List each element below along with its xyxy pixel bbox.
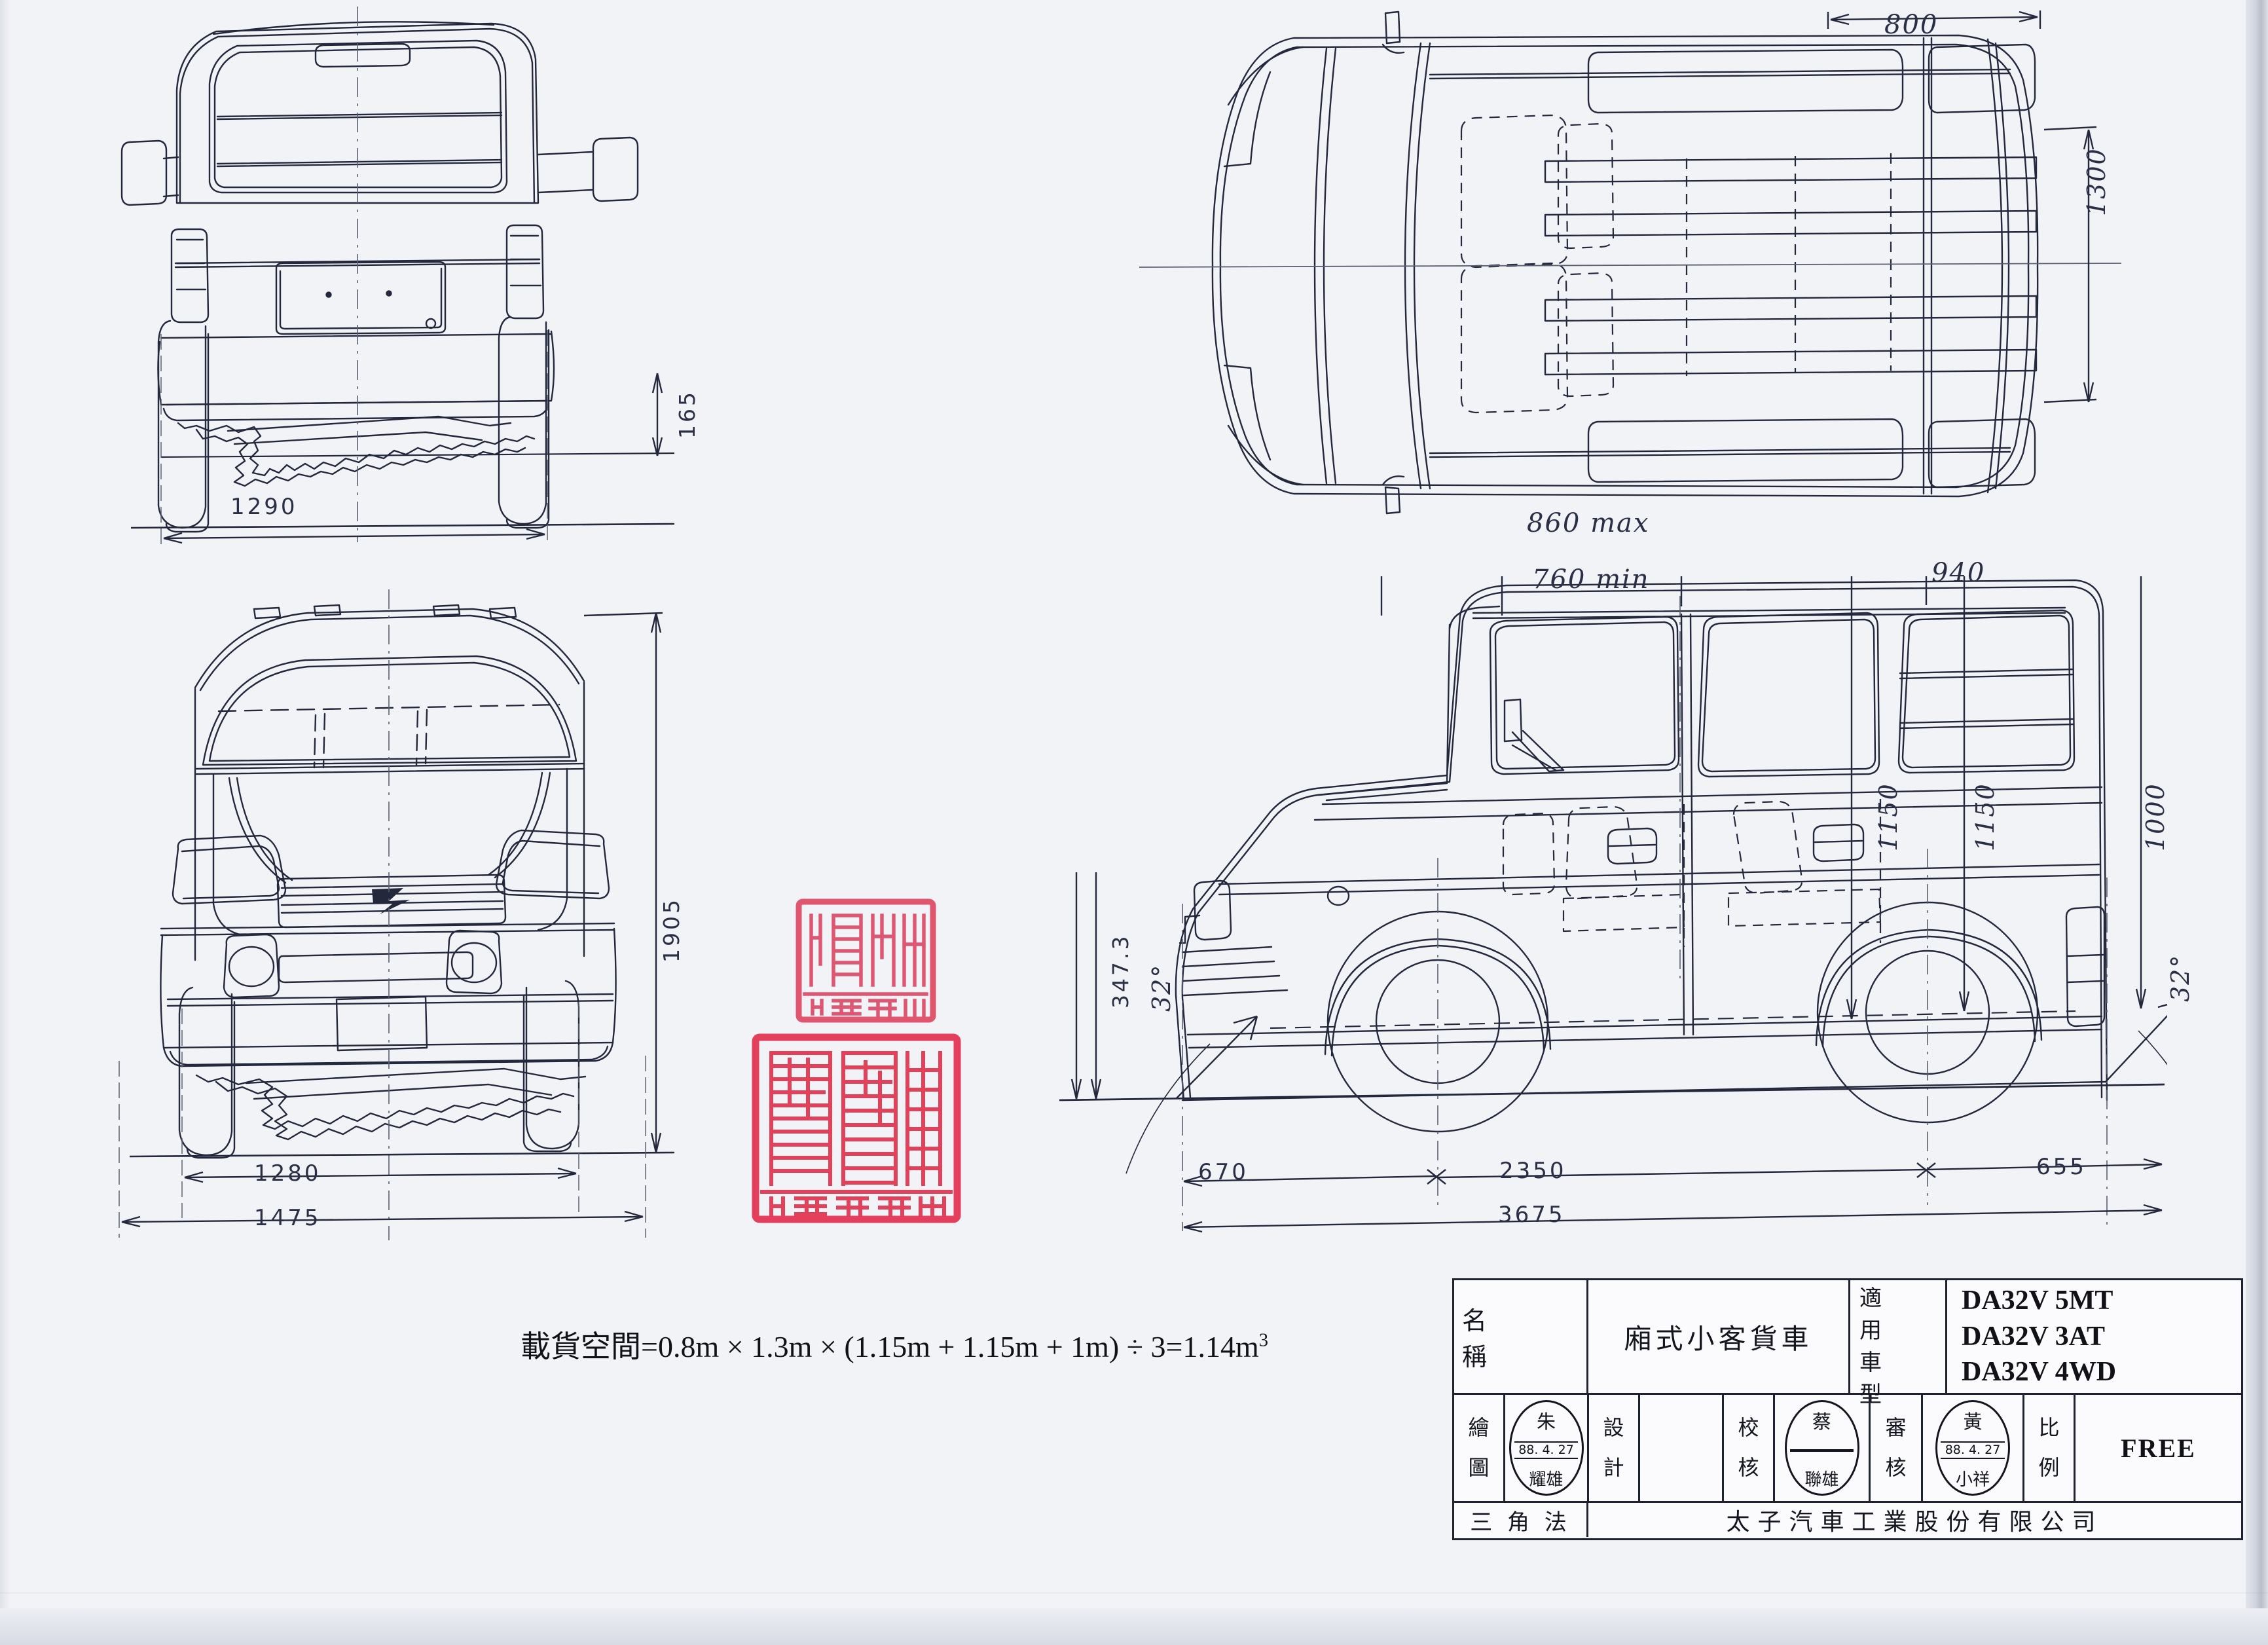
red-seal-upper xyxy=(796,898,936,1023)
approve-stamp-surname: 黃 xyxy=(1963,1411,1983,1433)
title-block: 名 稱 廂式小客貨車 適 用 車 型 DA32V 5MT DA32V 3AT D… xyxy=(1452,1278,2243,1540)
model-option-0: DA32V 5MT xyxy=(1962,1285,2113,1316)
company-name: 太子汽車工業股份有限公司 xyxy=(1726,1509,2104,1536)
projection-cell: 三 角 法 xyxy=(1454,1503,1588,1537)
dim-side-rear-overhang: 655 xyxy=(2036,1154,2087,1180)
dim-side-overall-length: 3675 xyxy=(1498,1202,1565,1228)
cargo-space-formula-exponent: 3 xyxy=(1258,1330,1268,1351)
dim-side-940: 940 xyxy=(1931,558,1986,588)
dim-top-overall-width: 1300 xyxy=(2082,147,2111,216)
paper-edge-bottom xyxy=(0,1608,2268,1645)
dim-departure-angle: 32° xyxy=(2166,953,2195,1002)
dim-rear-width: 1290 xyxy=(230,494,298,520)
dim-side-front-overhang: 670 xyxy=(1198,1159,1249,1185)
model-labels-cell: 適 用 車 型 xyxy=(1850,1280,1947,1408)
cargo-space-formula: 載貨空間=0.8m × 1.3m × (1.15m + 1.15m + 1m) … xyxy=(521,1323,1268,1366)
check-label-cell: 校 核 xyxy=(1724,1395,1775,1501)
side-elevation-view xyxy=(1054,576,2167,1270)
drawn-label: 繪 圖 xyxy=(1468,1415,1490,1480)
approve-stamp-given: 小祥 xyxy=(1955,1470,1990,1490)
design-label: 設 計 xyxy=(1603,1415,1624,1480)
rear-elevation-view xyxy=(98,7,687,550)
approve-stamp-date: 88. 4. 27 xyxy=(1941,1441,2005,1460)
drawn-stamp: 朱 88. 4. 27 耀雄 xyxy=(1509,1400,1584,1496)
check-stamp-given: 聯雄 xyxy=(1804,1470,1839,1490)
paper-edge-left xyxy=(0,0,10,1645)
check-label: 校 核 xyxy=(1738,1415,1759,1480)
scale-value: FREE xyxy=(2121,1433,2196,1463)
check-stamp-cell: 蔡 聯雄 xyxy=(1775,1395,1871,1501)
drawn-stamp-cell: 朱 88. 4. 27 耀雄 xyxy=(1505,1395,1589,1501)
check-stamp-surname: 蔡 xyxy=(1812,1411,1831,1433)
projection-label: 三 角 法 xyxy=(1470,1509,1571,1536)
approve-label: 審 核 xyxy=(1885,1415,1907,1480)
approve-stamp-cell: 黃 88. 4. 27 小祥 xyxy=(1923,1395,2024,1501)
design-label-cell: 設 計 xyxy=(1589,1395,1640,1501)
model-label: 車 型 xyxy=(1859,1350,1925,1408)
design-stamp-cell xyxy=(1640,1395,1724,1501)
dim-approach-angle: 32° xyxy=(1147,963,1176,1012)
applicable-label: 適 用 xyxy=(1859,1285,1925,1344)
drawn-label-cell: 繪 圖 xyxy=(1454,1395,1505,1501)
name-value: 廂式小客貨車 xyxy=(1624,1322,1813,1355)
dim-side-height-1150-b: 1150 xyxy=(1971,783,2000,851)
name-label-cell: 名 稱 xyxy=(1454,1280,1588,1393)
red-seal-lower xyxy=(752,1033,961,1223)
drawn-stamp-given: 耀雄 xyxy=(1529,1470,1564,1490)
dim-side-wheelbase: 2350 xyxy=(1499,1158,1567,1184)
title-block-row-identification: 名 稱 廂式小客貨車 適 用 車 型 DA32V 5MT DA32V 3AT D… xyxy=(1454,1280,2241,1408)
drawn-stamp-surname: 朱 xyxy=(1536,1411,1556,1433)
check-stamp-date xyxy=(1789,1449,1854,1452)
approve-label-cell: 審 核 xyxy=(1871,1395,1923,1501)
dim-front-track: 1280 xyxy=(254,1160,321,1187)
model-option-2: DA32V 4WD xyxy=(1962,1357,2117,1388)
paper-edge-right xyxy=(2246,0,2268,1645)
check-stamp: 蔡 聯雄 xyxy=(1784,1400,1859,1496)
dim-side-height-1000: 1000 xyxy=(2141,783,2170,851)
dim-side-height-1150-a: 1150 xyxy=(1874,783,1903,851)
dim-top-rear-overhang: 800 xyxy=(1884,10,1939,40)
approve-stamp: 黃 88. 4. 27 小祥 xyxy=(1935,1400,2010,1496)
name-value-cell: 廂式小客貨車 xyxy=(1588,1280,1850,1393)
dim-side-860-max: 860 max xyxy=(1527,508,1650,538)
dim-front-overall-width: 1475 xyxy=(254,1205,321,1231)
dim-side-760-min: 760 min xyxy=(1532,564,1650,595)
dim-rear-ground-clearance: 165 xyxy=(674,390,700,439)
name-label: 名 稱 xyxy=(1462,1306,1565,1371)
title-block-row-signatures: 繪 圖 朱 88. 4. 27 耀雄 設 計 校 核 蔡 聯雄 xyxy=(1454,1395,2241,1503)
model-option-1: DA32V 3AT xyxy=(1962,1321,2105,1352)
drawn-stamp-date: 88. 4. 27 xyxy=(1514,1441,1579,1460)
top-plan-view xyxy=(1139,7,2121,517)
scale-label: 比 例 xyxy=(2038,1415,2060,1480)
title-block-row-company: 三 角 法 太子汽車工業股份有限公司 xyxy=(1454,1503,2241,1537)
dim-front-overall-height: 1905 xyxy=(659,897,684,963)
company-cell: 太子汽車工業股份有限公司 xyxy=(1588,1503,2241,1537)
cargo-space-formula-text: 載貨空間=0.8m × 1.3m × (1.15m + 1.15m + 1m) … xyxy=(521,1330,1259,1363)
dim-side-front-overhang-height: 347.3 xyxy=(1108,933,1133,1008)
scale-value-cell: FREE xyxy=(2076,1395,2241,1501)
scale-label-cell: 比 例 xyxy=(2024,1395,2076,1501)
front-elevation-view xyxy=(98,589,687,1244)
model-values-cell: DA32V 5MT DA32V 3AT DA32V 4WD xyxy=(1947,1280,2241,1393)
